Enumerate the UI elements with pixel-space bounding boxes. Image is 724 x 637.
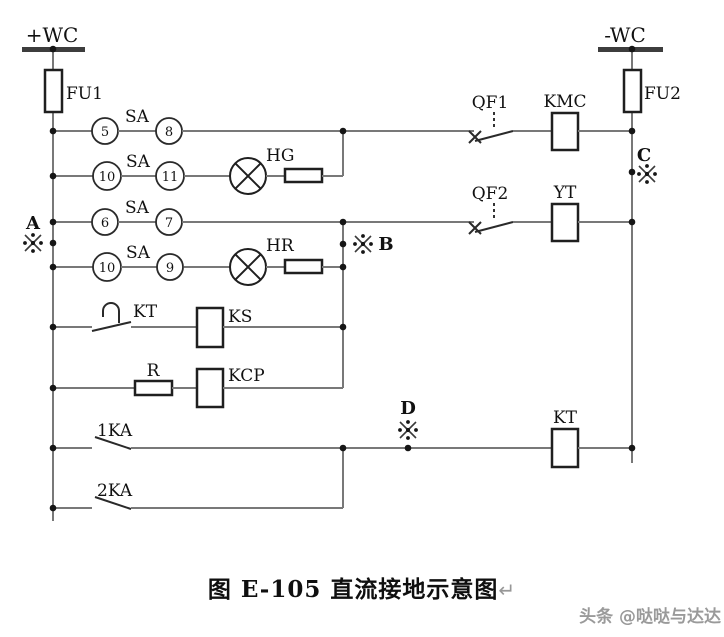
resistor-r: R (53, 361, 174, 397)
reference-mark-c-icon (637, 164, 657, 184)
ks-coil-icon (195, 306, 225, 349)
junction-dots (49, 45, 636, 512)
hr-label: HR (266, 236, 295, 256)
coil-ks: KS (131, 306, 343, 349)
fuse-fu1-label: FU1 (66, 84, 103, 104)
figure-caption: 图 E-105 直流接地示意图↵ (0, 570, 724, 604)
test-point-c: C (637, 145, 657, 184)
sa-contact-5-number: 5 (101, 125, 109, 140)
negative-bus-label: -WC (604, 23, 646, 47)
test-point-c-label: C (637, 145, 651, 166)
test-point-b-label: B (378, 234, 393, 255)
r-resistor-icon (133, 379, 174, 397)
kt-blade-icon (91, 321, 132, 332)
kt-contact-label: KT (133, 302, 158, 322)
r-label: R (147, 361, 161, 381)
sa-label-row3: SA (125, 198, 150, 218)
coil-kcp: KCP (172, 366, 343, 409)
coil-yt: YT (513, 183, 632, 243)
positive-bus-label: +WC (26, 23, 79, 47)
sa-label-row1: SA (125, 107, 150, 127)
kcp-label: KCP (228, 366, 265, 386)
contact-qf2: QF2 (468, 184, 514, 235)
lamp-hr: HR (229, 236, 343, 286)
circuit-diagram: +WC -WC FU1 FU2 5 8 SA QF1 KMC (22, 23, 681, 521)
ks-label: KS (228, 307, 252, 327)
contact-1ka: 1KA (53, 421, 552, 450)
2ka-label: 2KA (97, 481, 133, 501)
sa-contact-8-number: 8 (165, 125, 173, 140)
yt-coil-icon (550, 202, 580, 243)
kt-delay-icon (102, 302, 120, 323)
sa-contact-9-icon (156, 253, 184, 281)
sa-contact-10-number: 10 (99, 170, 116, 185)
return-mark-icon: ↵ (498, 578, 517, 602)
hg-resistor-icon (283, 167, 324, 184)
hr-resistor-icon (283, 258, 324, 275)
test-point-a: A (23, 213, 43, 253)
test-point-a-label: A (25, 213, 41, 234)
kt-coil-label: KT (553, 408, 578, 428)
test-point-d-label: D (400, 398, 416, 419)
kcp-coil-icon (195, 367, 225, 409)
test-point-b: B (353, 234, 394, 255)
kmc-label: KMC (543, 92, 586, 112)
yt-label: YT (553, 183, 577, 203)
watermark: 头条 @哒哒与达达 (579, 607, 721, 627)
contact-2ka: 2KA (53, 448, 344, 510)
sa-contact-6-number: 6 (101, 216, 109, 231)
1ka-label: 1KA (97, 421, 133, 441)
kmc-coil-icon (550, 111, 580, 152)
figure-caption-text: 图 E-105 直流接地示意图 (207, 576, 499, 603)
contact-qf1: QF1 (468, 93, 514, 144)
sa-label-row4: SA (126, 243, 151, 263)
sa-contact-9-number: 9 (166, 261, 174, 276)
reference-mark-d-icon (398, 420, 418, 440)
qf1-blade-icon (474, 130, 514, 142)
qf2-label: QF2 (472, 184, 509, 204)
row-sa-6-7: 6 7 SA (53, 198, 474, 236)
2ka-blade-icon (94, 496, 132, 510)
contact-kt: KT (53, 302, 158, 332)
reference-mark-b-icon (353, 234, 373, 254)
1ka-blade-icon (94, 436, 132, 450)
hg-label: HG (266, 146, 294, 166)
reference-mark-a-icon (23, 233, 43, 253)
kt-coil-icon (550, 427, 580, 469)
fuse-fu1: FU1 (43, 68, 103, 114)
sa-contact-11-number: 11 (162, 170, 179, 185)
coil-kt: KT (550, 408, 632, 469)
qf1-label: QF1 (472, 93, 509, 113)
qf2-blade-icon (474, 221, 514, 233)
fuse-fu2-label: FU2 (644, 84, 681, 104)
sa-contact-7-number: 7 (165, 216, 173, 231)
row-sa-10-9: 10 9 SA (53, 243, 230, 282)
sa-contact-10b-number: 10 (99, 261, 116, 276)
coil-kmc: KMC (513, 92, 632, 152)
row-sa-10-11: 10 11 SA (53, 152, 230, 191)
fuse-fu2: FU2 (622, 68, 681, 114)
lamp-hg: HG (229, 131, 344, 195)
test-point-d: D (398, 398, 418, 440)
row-sa-5-8: 5 8 SA (53, 107, 474, 145)
sa-label-row2: SA (126, 152, 151, 172)
